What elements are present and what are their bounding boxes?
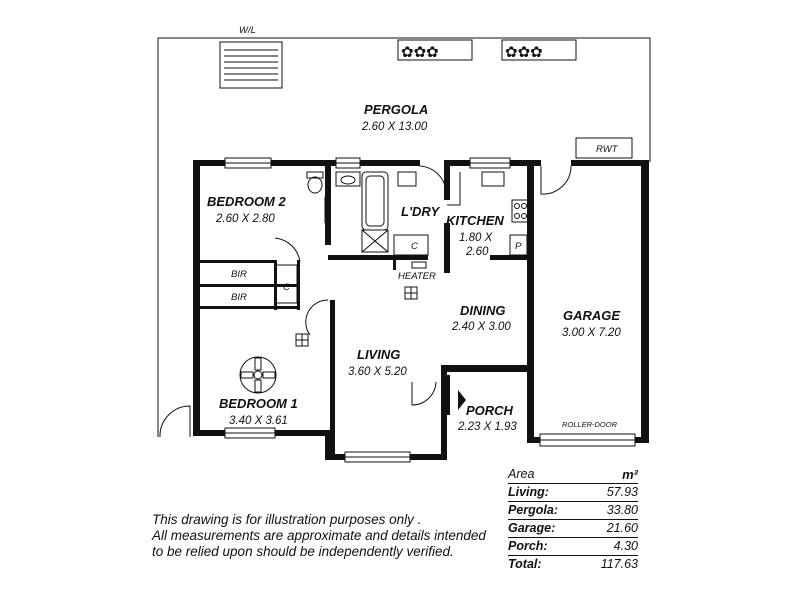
- heater-label: HEATER: [398, 271, 436, 282]
- porch-dims: 2.23 X 1.93: [457, 421, 517, 433]
- area-row-total: Total: 117.63: [508, 556, 638, 573]
- windows: [224, 157, 636, 463]
- kitchen-fixtures: [274, 171, 529, 304]
- door-swings: [159, 165, 572, 438]
- vent-icon: [404, 286, 418, 300]
- disclaimer: This drawing is for illustration purpose…: [152, 512, 492, 560]
- pantry-label: P: [515, 241, 522, 252]
- ceiling-fan-icon: [239, 356, 277, 394]
- porch-name: PORCH: [466, 403, 514, 418]
- bedroom2-name: BEDROOM 2: [207, 194, 287, 209]
- area-row-label: Garage:: [508, 521, 556, 535]
- washing-line-icon: [219, 41, 283, 89]
- area-row-label: Living:: [508, 485, 549, 499]
- bedroom2-dims: 2.60 X 2.80: [215, 213, 275, 225]
- bedroom1-name: BEDROOM 1: [219, 396, 298, 411]
- roller-door-label: ROLLER-DOOR: [562, 420, 618, 429]
- laundry-name: L'DRY: [401, 204, 441, 219]
- area-table: Area m² Living: 57.93 Pergola: 33.80 Gar…: [508, 466, 638, 573]
- area-row: Living: 57.93: [508, 484, 638, 502]
- area-row-value: 117.63: [600, 557, 638, 571]
- area-row: Porch: 4.30: [508, 538, 638, 556]
- area-table-header: Area m²: [508, 466, 638, 484]
- garden-plant-icon: ✿✿✿: [501, 39, 577, 61]
- dining-name: DINING: [460, 303, 506, 318]
- disclaimer-line: All measurements are approximate and det…: [152, 528, 486, 543]
- area-row: Garage: 21.60: [508, 520, 638, 538]
- area-row-label: Total:: [508, 557, 542, 571]
- disclaimer-line: This drawing is for illustration purpose…: [152, 512, 422, 527]
- svg-text:✿✿✿: ✿✿✿: [401, 44, 439, 61]
- kitchen-name: KITCHEN: [446, 213, 504, 228]
- vent-icon: [295, 333, 309, 347]
- area-row-value: 21.60: [606, 521, 638, 535]
- bathroom-fixtures: [306, 171, 389, 253]
- living-dims: 3.60 X 5.20: [348, 366, 407, 378]
- area-row-value: 4.30: [613, 539, 638, 553]
- bedroom1-dims: 3.40 X 3.61: [229, 415, 288, 427]
- washing-line-label: W/L: [239, 25, 256, 36]
- garage-dims: 3.00 X 7.20: [562, 327, 621, 339]
- garage-name: GARAGE: [563, 308, 620, 323]
- area-header-unit: m²: [622, 467, 638, 482]
- rainwater-tank: [575, 137, 633, 159]
- bir-label: BIR: [231, 292, 247, 303]
- bir-label: BIR: [231, 269, 247, 280]
- disclaimer-line: to be relied upon should be independentl…: [152, 544, 454, 559]
- area-row-label: Porch:: [508, 539, 548, 553]
- cupboard-label: C: [411, 241, 418, 252]
- living-name: LIVING: [357, 347, 400, 362]
- pergola-outline: [157, 37, 651, 437]
- garden-plant-icon: ✿✿✿: [397, 39, 473, 61]
- area-row-value: 57.93: [606, 485, 638, 499]
- cupboard-label: C: [283, 282, 290, 293]
- rwt-label: RWT: [596, 144, 619, 155]
- pergola-name: PERGOLA: [364, 102, 428, 117]
- svg-text:✿✿✿: ✿✿✿: [505, 44, 543, 61]
- dining-dims: 2.40 X 3.00: [451, 321, 511, 333]
- kitchen-dims-line1: 1.80 X: [459, 232, 494, 244]
- pergola-dims: 2.60 X 13.00: [361, 121, 428, 133]
- area-row-value: 33.80: [606, 503, 638, 517]
- front-door: [446, 375, 466, 415]
- area-row-label: Pergola:: [508, 503, 559, 517]
- area-header-label: Area: [508, 467, 535, 481]
- area-row: Pergola: 33.80: [508, 502, 638, 520]
- kitchen-dims-line2: 2.60: [465, 246, 489, 258]
